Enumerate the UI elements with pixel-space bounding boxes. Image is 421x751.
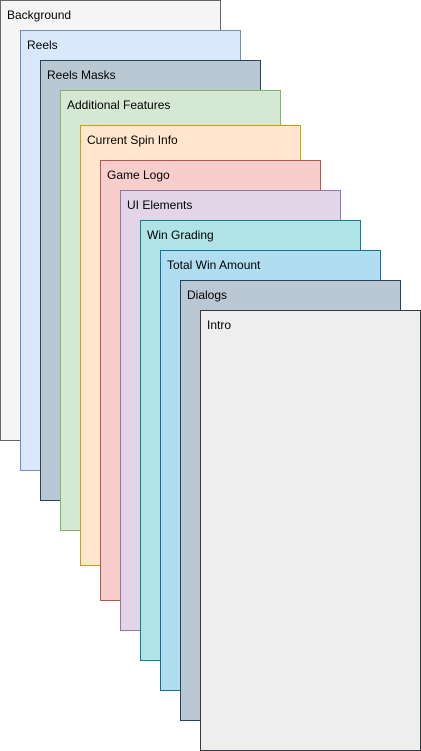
layer-label: Intro (207, 318, 232, 332)
layer-label: Reels (27, 38, 58, 52)
layer-label: Game Logo (107, 168, 170, 182)
layer-label: UI Elements (127, 198, 193, 212)
layer-label: Additional Features (67, 98, 171, 112)
layer-label: Win Grading (147, 228, 214, 242)
layer-label: Reels Masks (47, 68, 116, 82)
layer-box: Intro (200, 310, 421, 751)
layer-label: Background (7, 8, 72, 22)
layer-label: Current Spin Info (87, 133, 178, 147)
layer-label: Dialogs (187, 288, 228, 302)
layer-label: Total Win Amount (167, 258, 261, 272)
